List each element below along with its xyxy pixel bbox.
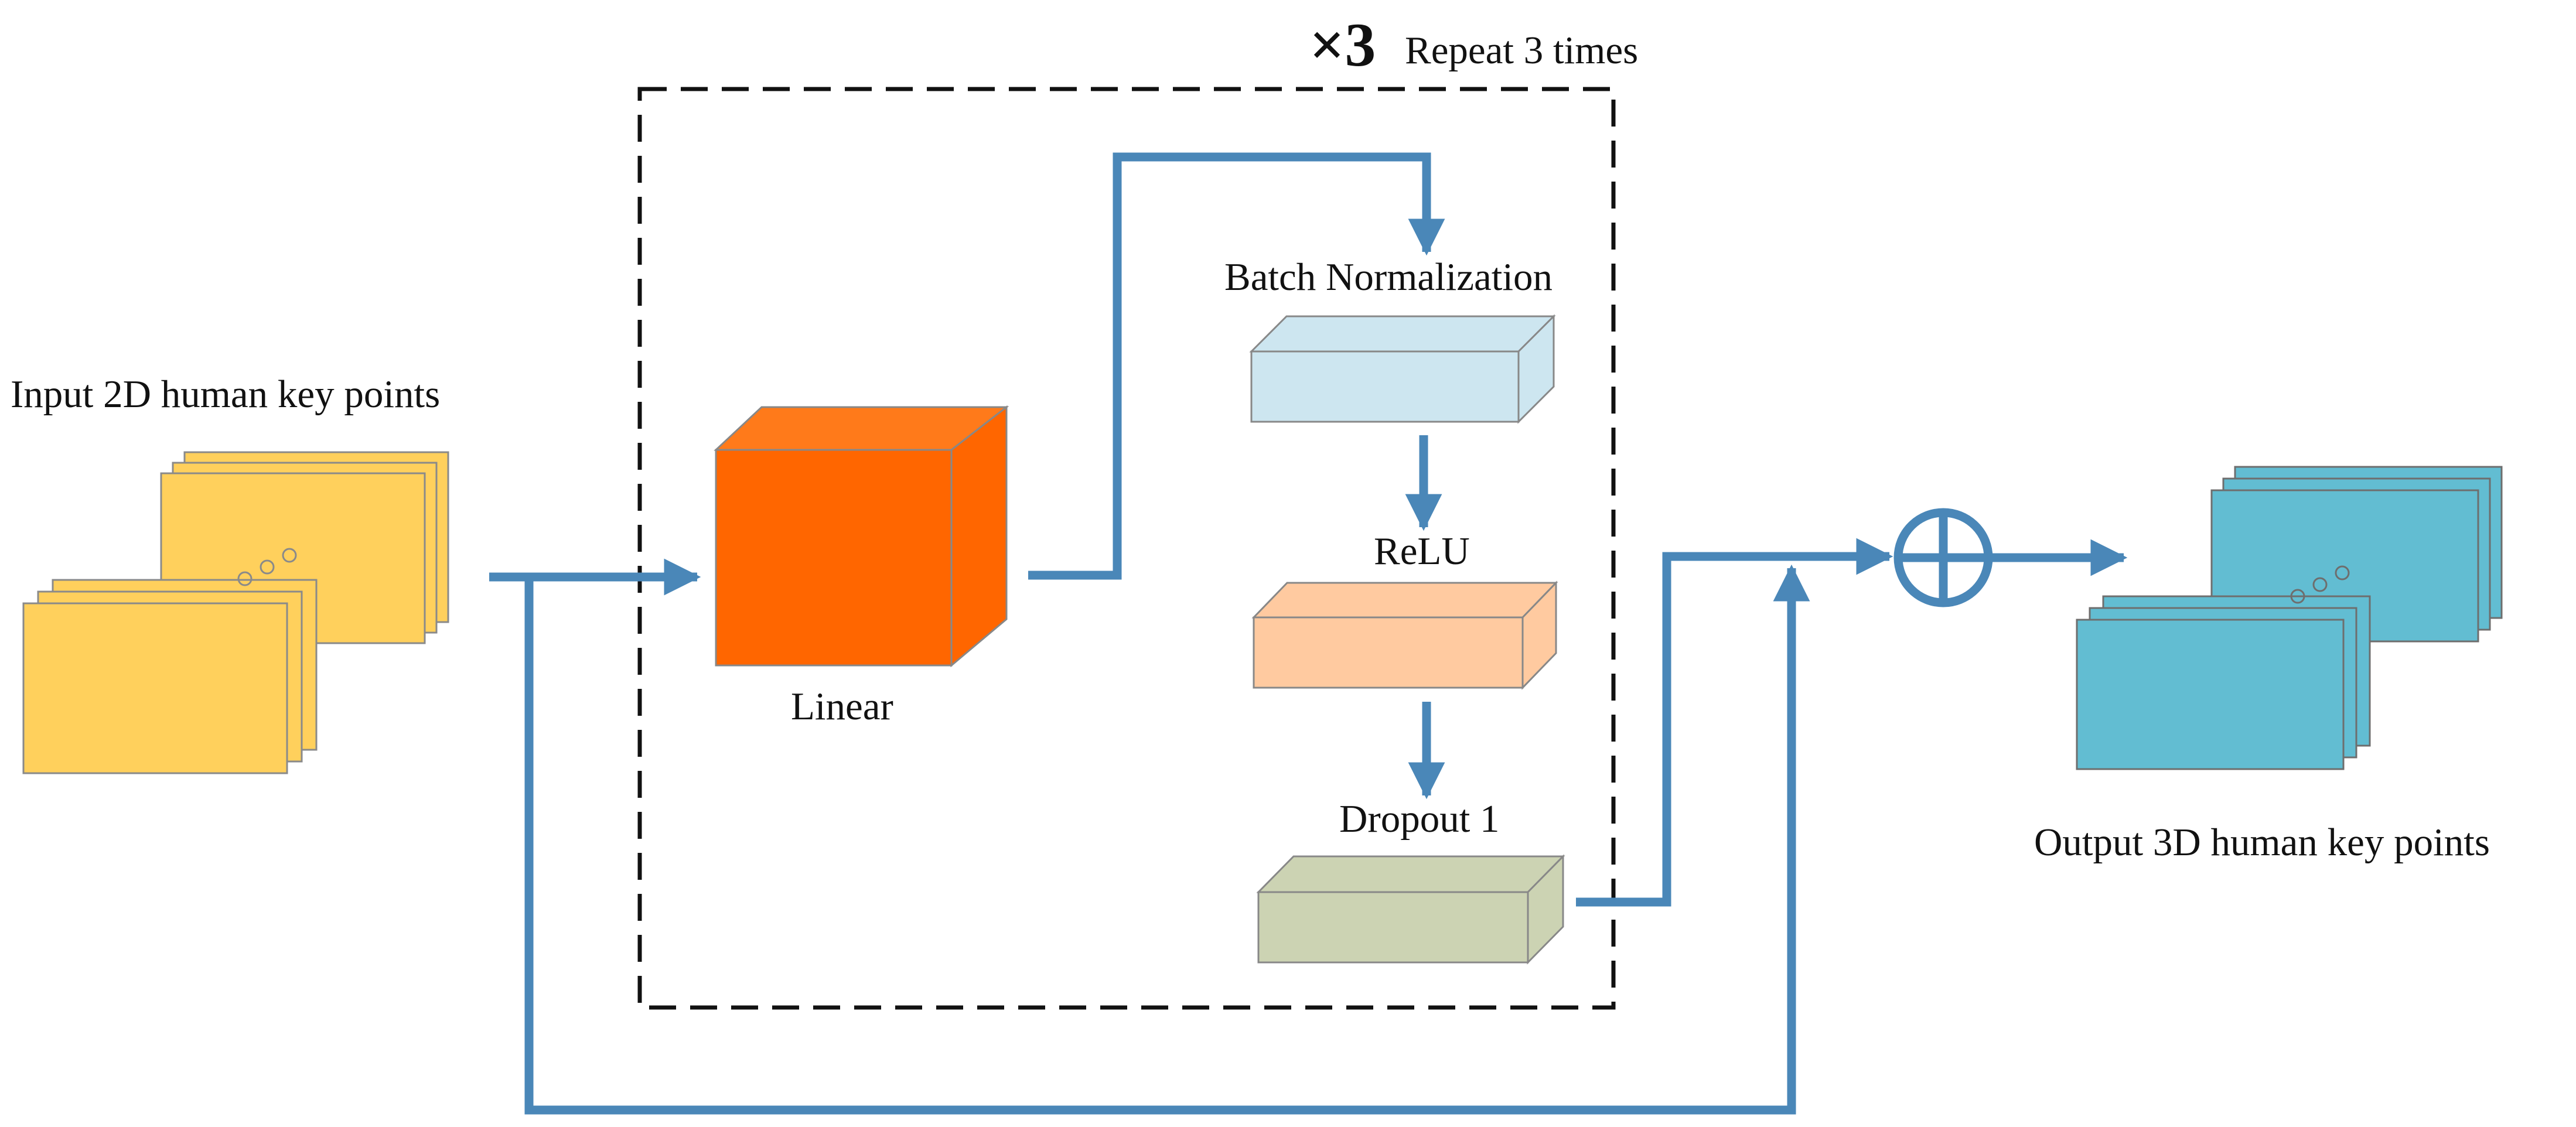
- output-ellipsis-dots: [2290, 565, 2350, 604]
- repeat-label: Repeat 3 times: [1405, 29, 1638, 72]
- output-label: Output 3D human key points: [2034, 821, 2490, 864]
- sum-node-icon: [1893, 508, 1993, 607]
- repeat-region-box: [637, 87, 1616, 1010]
- relu-label: ReLU: [1374, 530, 1470, 573]
- arrow-dropout-to-sum: [1576, 538, 1893, 907]
- batch-norm-label: Batch Normalization: [1224, 255, 1553, 299]
- linear-block: [714, 405, 1009, 668]
- input-label: Input 2D human key points: [11, 373, 440, 416]
- relu-block: [1251, 580, 1558, 690]
- batch-norm-block: [1249, 314, 1556, 424]
- dropout-label: Dropout 1: [1339, 797, 1500, 841]
- flow-arrows: [489, 152, 2128, 1115]
- repeat-multiplier: ×3: [1309, 11, 1376, 79]
- output-keypoints-stack: [2076, 466, 2503, 770]
- dropout-block: [1256, 854, 1565, 965]
- arrow-linear-to-batchnorm: [1028, 152, 1445, 580]
- input-ellipsis-dots: [237, 548, 297, 586]
- arrow-skip-connection: [524, 564, 1810, 1115]
- input-keypoints-stack: [22, 451, 449, 774]
- linear-label: Linear: [791, 685, 893, 728]
